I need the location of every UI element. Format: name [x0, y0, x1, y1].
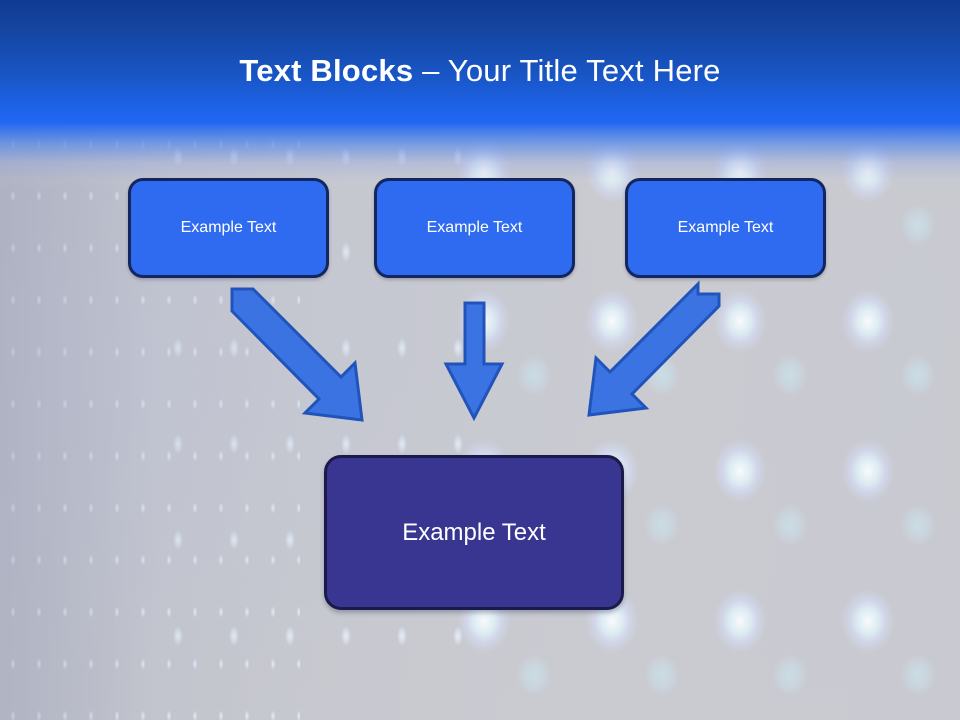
text-block-result-label: Example Text	[402, 518, 546, 546]
text-block-2[interactable]: Example Text	[374, 178, 575, 278]
slide-title-strong: Text Blocks	[239, 53, 414, 88]
arrow-right-diagonal[interactable]	[587, 280, 721, 417]
arrow-middle-vertical[interactable]	[443, 301, 505, 422]
slide-title: Text Blocks – Your Title Text Here	[0, 52, 960, 90]
text-block-result[interactable]: Example Text	[324, 455, 624, 610]
text-block-1[interactable]: Example Text	[128, 178, 329, 278]
arrow-left-diagonal[interactable]	[230, 287, 364, 422]
slide-title-normal: Your Title Text Here	[447, 53, 721, 88]
text-block-3-label: Example Text	[677, 219, 774, 236]
slide-header-band	[0, 0, 960, 124]
slide-title-separator: –	[413, 53, 448, 88]
text-block-2-label: Example Text	[426, 219, 523, 236]
text-block-1-label: Example Text	[180, 219, 277, 236]
text-block-3[interactable]: Example Text	[625, 178, 826, 278]
